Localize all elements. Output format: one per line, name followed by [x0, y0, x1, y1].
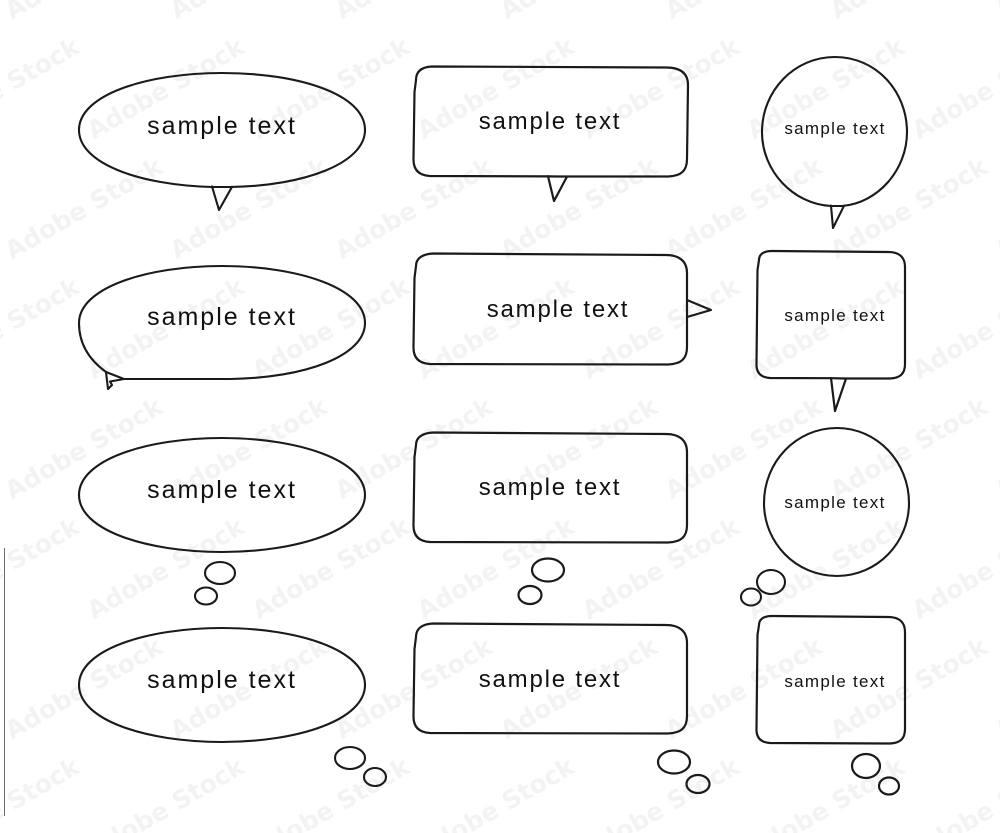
speech-bubble-rect-right-tail[interactable]: sample text	[398, 248, 718, 373]
ellipse-thought-shape	[77, 626, 388, 788]
bubble-label: sample text	[478, 474, 622, 501]
speech-bubble-square-bottom-tail[interactable]: sample text	[745, 246, 925, 416]
bubble-label: sample text	[784, 493, 886, 512]
ellipse-thought-shape	[77, 436, 367, 606]
circle-thought-shape	[739, 426, 911, 607]
thought-bubble-square-right-dots[interactable]: sample text	[745, 608, 945, 808]
thought-bubble-ellipse-right-dots[interactable]: sample text	[62, 615, 402, 805]
circle-bubble-shape	[760, 55, 909, 230]
speech-bubble-ellipse-left-tail[interactable]: sample text	[62, 253, 382, 393]
bubble-label: sample text	[784, 306, 886, 325]
bubble-label: sample text	[784, 119, 886, 138]
ellipse-bubble-shape	[77, 71, 367, 212]
thought-bubble-rect-center-dots[interactable]: sample text	[398, 425, 702, 606]
speech-bubble-circle-bottom-tail[interactable]: sample text	[745, 40, 925, 235]
bubble-label: sample text	[478, 108, 622, 135]
thought-bubble-ellipse-center-dots[interactable]: sample text	[62, 425, 382, 606]
rounded-rect-bubble-shape	[412, 65, 690, 203]
thought-bubble-circle-left-dots[interactable]: sample text	[735, 415, 935, 607]
thought-bubble-rect-right-dots[interactable]: sample text	[398, 615, 718, 805]
edge-bar	[0, 0, 6, 833]
rounded-square-bubble-shape	[755, 249, 907, 413]
bubble-label: sample text	[147, 476, 297, 504]
rounded-rect-thought-shape	[412, 431, 689, 606]
bubble-label: sample text	[478, 666, 622, 693]
bubble-label: sample text	[147, 303, 297, 331]
bubble-label: sample text	[784, 672, 886, 691]
ellipse-bubble-shape	[77, 264, 367, 391]
rounded-rect-bubble-shape	[412, 252, 713, 366]
bubble-label: sample text	[486, 296, 630, 323]
bubble-label: sample text	[147, 112, 297, 140]
edge-divider	[4, 548, 5, 816]
rounded-square-thought-shape	[755, 614, 907, 796]
rounded-rect-thought-shape	[412, 622, 711, 795]
speech-bubble-ellipse-bottom-tail[interactable]: sample text	[62, 58, 382, 223]
speech-bubble-rect-bottom-tail[interactable]: sample text	[398, 58, 702, 213]
bubble-label: sample text	[147, 666, 297, 694]
